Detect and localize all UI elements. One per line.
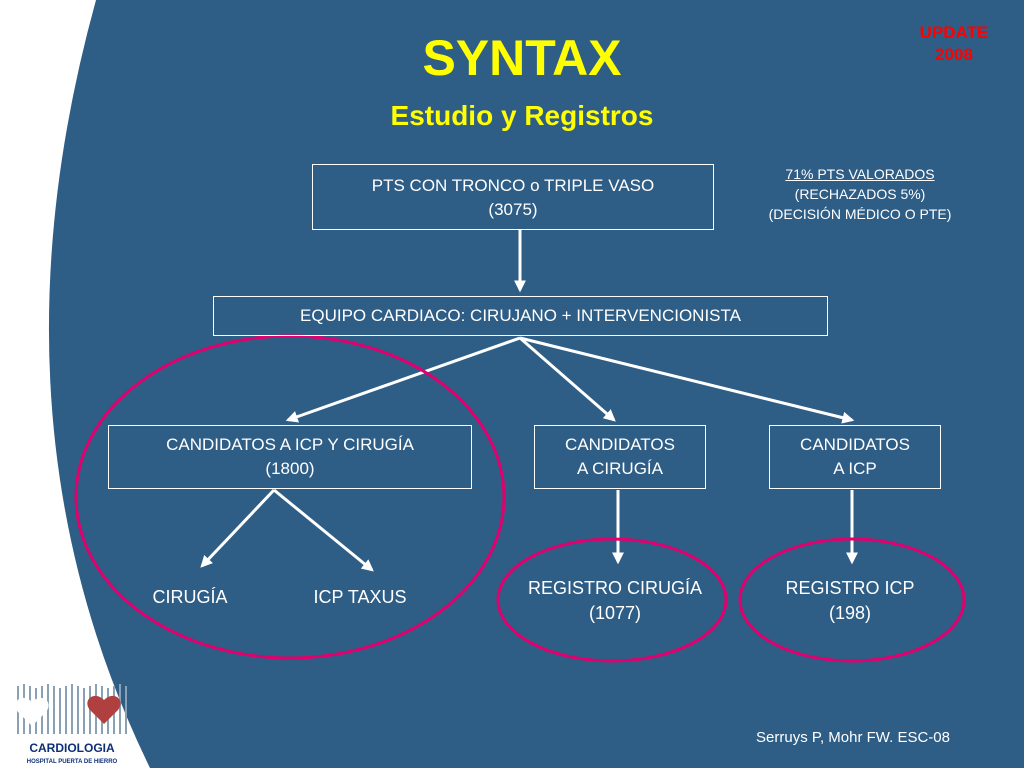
node-root-label: PTS CON TRONCO o TRIPLE VASO <box>371 176 655 195</box>
node-pci-candidates: CANDIDATOS A ICP <box>769 425 941 489</box>
node-pci-line1: CANDIDATOS <box>800 435 910 454</box>
registry-pci-count: (198) <box>828 603 872 623</box>
circle-pci-registry <box>738 537 966 663</box>
citation: Serruys P, Mohr FW. ESC-08 <box>756 729 950 746</box>
node-team-label: EQUIPO CARDIACO: CIRUJANO + INTERVENCION… <box>300 306 741 325</box>
arrow-team-to-surgery <box>519 336 616 422</box>
note-line3: (DECISIÓN MÉDICO O PTE) <box>768 206 952 222</box>
node-both-label: CANDIDATOS A ICP Y CIRUGÍA <box>166 435 414 454</box>
logo-line1: CARDIOLOGIA <box>29 741 115 755</box>
registry-pci: REGISTRO ICP (198) <box>750 576 950 626</box>
heart-icon: CARDIOLOGIA HOSPITAL PUERTA DE HIERRO <box>15 684 127 765</box>
note-line2: (RECHAZADOS 5%) <box>794 186 926 202</box>
slide-subtitle: Estudio y Registros <box>390 100 654 131</box>
node-both-count: (1800) <box>265 459 315 478</box>
arm-cirugia: CIRUGÍA <box>152 587 228 607</box>
registry-pci-label: REGISTRO ICP <box>785 578 915 598</box>
arm-icp-taxus: ICP TAXUS <box>313 587 407 607</box>
node-both-candidates: CANDIDATOS A ICP Y CIRUGÍA (1800) <box>108 425 472 489</box>
registry-surgery: REGISTRO CIRUGÍA (1077) <box>500 576 730 626</box>
hospital-logo: CARDIOLOGIA HOSPITAL PUERTA DE HIERRO <box>6 680 138 766</box>
arrow-both-to-taxus <box>273 488 374 572</box>
registry-surgery-label: REGISTRO CIRUGÍA <box>527 578 702 598</box>
arrow-both-to-cirugia <box>200 488 276 568</box>
node-surgery-candidates: CANDIDATOS A CIRUGÍA <box>534 425 706 489</box>
node-surgery-line1: CANDIDATOS <box>565 435 675 454</box>
node-root: PTS CON TRONCO o TRIPLE VASO (3075) <box>312 164 714 230</box>
node-team: EQUIPO CARDIACO: CIRUJANO + INTERVENCION… <box>213 296 828 336</box>
connector-arrows <box>200 230 858 572</box>
circle-surgery-registry <box>496 537 728 663</box>
blue-panel <box>48 0 1024 768</box>
node-pci-line2: A ICP <box>833 459 877 478</box>
arrow-team-to-pci <box>519 336 855 424</box>
note-line1: 71% PTS VALORADOS <box>785 166 935 182</box>
node-surgery-line2: A CIRUGÍA <box>577 459 663 478</box>
logo-line2: HOSPITAL PUERTA DE HIERRO <box>27 759 118 765</box>
highlight-circles <box>74 334 966 663</box>
registry-surgery-count: (1077) <box>588 603 642 623</box>
circle-randomized-trial <box>74 334 506 660</box>
evaluation-note: 71% PTS VALORADOS (RECHAZADOS 5%) (DECIS… <box>738 164 982 224</box>
update-line1: UPDATE <box>919 23 989 42</box>
update-line2: 2008 <box>935 45 973 64</box>
update-badge: UPDATE 2008 <box>892 22 1016 66</box>
slide-title: SYNTAX <box>422 30 622 86</box>
arrow-team-to-both <box>285 336 521 423</box>
node-root-count: (3075) <box>488 200 538 219</box>
